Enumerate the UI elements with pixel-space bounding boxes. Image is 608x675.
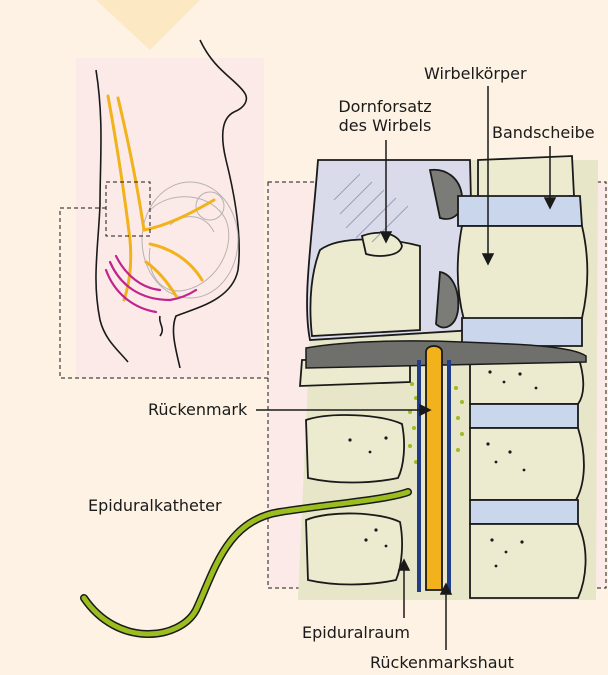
label-rueckenmark: Rückenmark	[148, 401, 247, 419]
label-rueckenmarkshaut: Rückenmarkshaut	[370, 654, 514, 672]
upper-vertebra-posterior	[307, 160, 474, 340]
spinal-cord	[426, 346, 442, 590]
top-highlight	[96, 0, 200, 50]
lower-vertebral-bodies	[470, 356, 586, 598]
upper-vertebral-body	[458, 156, 588, 346]
label-wirbelkoerper: Wirbelkörper	[424, 65, 527, 83]
label-dornfortsatz-line1: Dornforsatz	[326, 98, 444, 116]
label-bandscheibe: Bandscheibe	[492, 124, 595, 142]
label-epiduralraum: Epiduralraum	[302, 624, 410, 642]
label-dornfortsatz-line2: des Wirbels	[326, 117, 444, 135]
label-epiduralkatheter: Epiduralkatheter	[88, 497, 222, 515]
